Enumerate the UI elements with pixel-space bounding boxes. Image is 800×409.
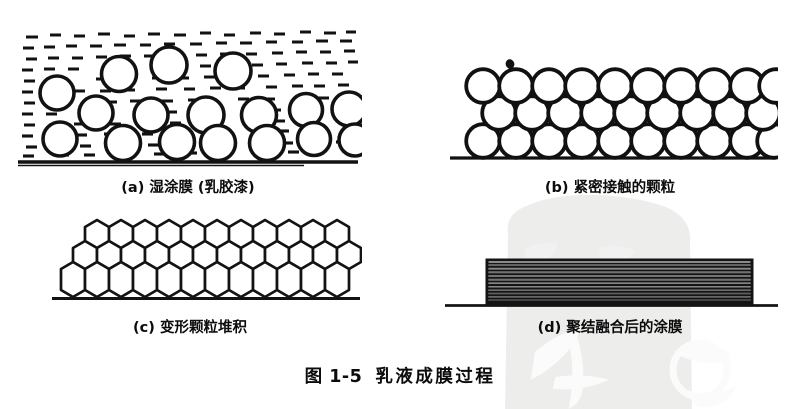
panel-a-wet-film: [14, 22, 362, 172]
figure-number: 图 1-5: [304, 367, 363, 387]
panel-b-close-packed: [448, 52, 778, 172]
substrate-baseline: [18, 160, 358, 167]
panel-c-deformed-packing: [52, 214, 362, 310]
panel-d-coalesced-film: [440, 252, 780, 314]
honeycomb-cells: [59, 218, 362, 299]
caption-panel-d: (d) 聚结融合后的涂膜: [537, 320, 683, 336]
hex-row-middle: [71, 239, 362, 271]
figure-title: 乳液成膜过程: [375, 367, 496, 387]
particle-row-middle: [480, 94, 778, 132]
figure-main-caption: 图 1-5 乳液成膜过程: [0, 363, 800, 388]
caption-panel-b: (b) 紧密接触的颗粒: [544, 180, 676, 196]
film-block: [485, 258, 754, 306]
caption-panel-a: (a) 湿涂膜 (乳胶漆): [121, 180, 255, 196]
latex-particles: [38, 45, 362, 163]
particle-row-bottom: [464, 122, 778, 160]
particle-row-top: [464, 67, 778, 105]
stray-particle: [505, 59, 515, 69]
caption-panel-c: (c) 变形颗粒堆积: [133, 320, 247, 336]
hex-row-bottom: [59, 260, 351, 299]
hex-row-top: [83, 218, 351, 250]
